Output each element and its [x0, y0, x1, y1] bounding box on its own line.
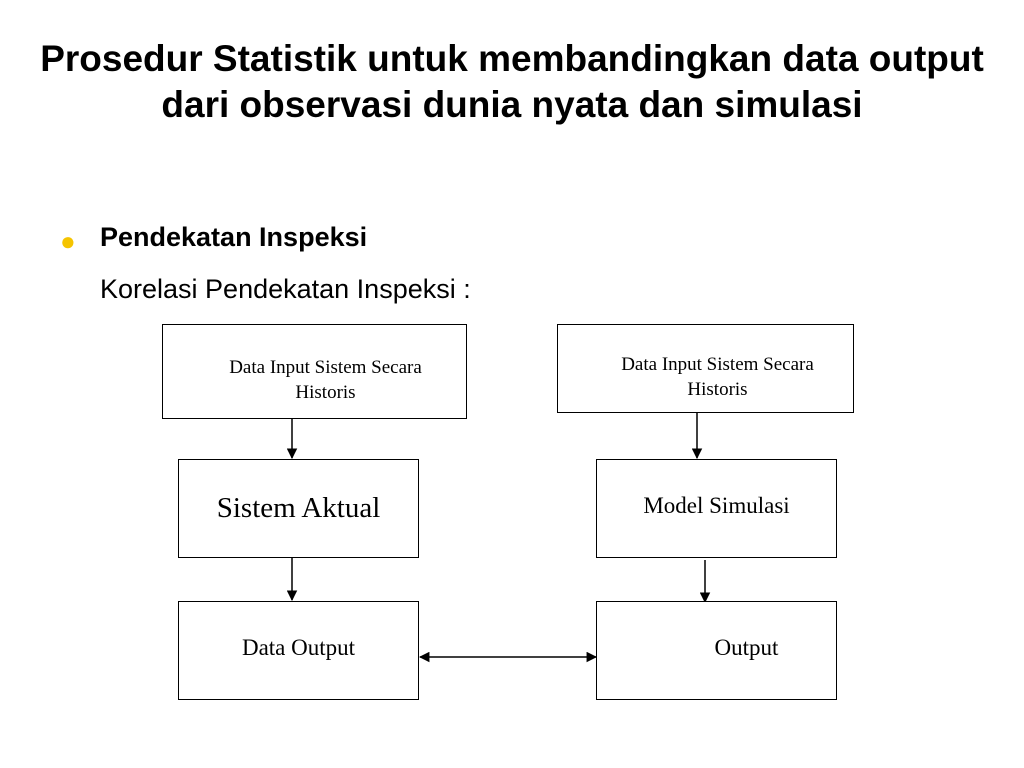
bullet-subtext: Korelasi Pendekatan Inspeksi : [100, 274, 471, 304]
left-input-label: Data Input Sistem Secara Historis [229, 357, 422, 403]
output-label: Output [714, 635, 779, 660]
slide-title: Prosedur Statistik untuk membandingkan d… [40, 38, 984, 125]
data-output-box: Data Output [178, 601, 419, 700]
model-simulasi-box: Model Simulasi [596, 459, 837, 558]
sistem-aktual-box: Sistem Aktual [178, 459, 419, 558]
bullet-heading: Pendekatan Inspeksi [100, 222, 368, 252]
bullet-dot-icon: ● [60, 226, 76, 256]
model-simulasi-label: Model Simulasi [643, 493, 790, 518]
data-output-label: Data Output [241, 635, 356, 660]
right-input-box: Data Input Sistem Secara Historis [557, 324, 854, 413]
sistem-aktual-label: Sistem Aktual [216, 492, 381, 524]
output-box: Output [596, 601, 837, 700]
right-input-label: Data Input Sistem Secara Historis [621, 354, 814, 400]
left-input-box: Data Input Sistem Secara Historis [162, 324, 467, 419]
